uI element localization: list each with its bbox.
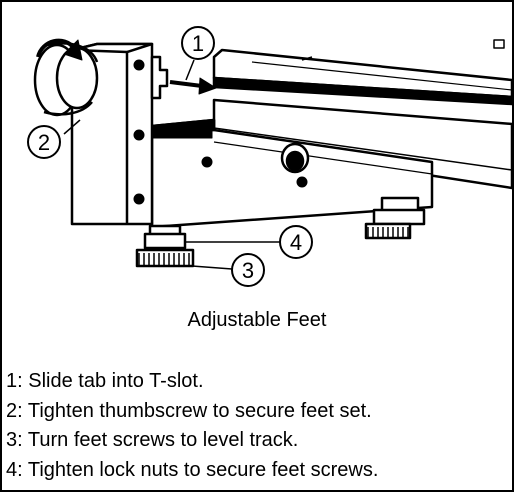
callout-3-label: 3	[242, 258, 254, 283]
step-item: 4: Tighten lock nuts to secure feet scre…	[6, 458, 379, 481]
callout-1: 1	[181, 26, 215, 60]
step-item: 3: Turn feet screws to level track.	[6, 429, 299, 451]
thumbscrew	[33, 42, 99, 117]
right-foot	[364, 196, 426, 240]
step-item: 2: Tighten thumbscrew to secure feet set…	[6, 399, 372, 422]
callout-2-label: 2	[38, 130, 50, 155]
callout-3: 3	[231, 253, 265, 287]
callout-1-label: 1	[192, 31, 204, 56]
left-foot	[135, 224, 195, 268]
slide-arrow	[169, 77, 217, 95]
callout-2: 2	[27, 125, 61, 159]
callout-4: 4	[279, 225, 313, 259]
leader-lines	[63, 59, 280, 270]
rotation-arrow	[36, 38, 83, 61]
diagram-caption: Adjustable Feet	[187, 309, 327, 331]
step-item: 1: Slide tab into T-slot.	[6, 370, 204, 392]
callout-4-label: 4	[290, 230, 302, 255]
adjustable-feet-illustration: 1 2 3 4	[27, 26, 512, 287]
back-plate	[150, 118, 434, 229]
steps-list: 1: Slide tab into T-slot. 2: Tighten thu…	[6, 367, 378, 485]
track-rail	[212, 39, 512, 190]
